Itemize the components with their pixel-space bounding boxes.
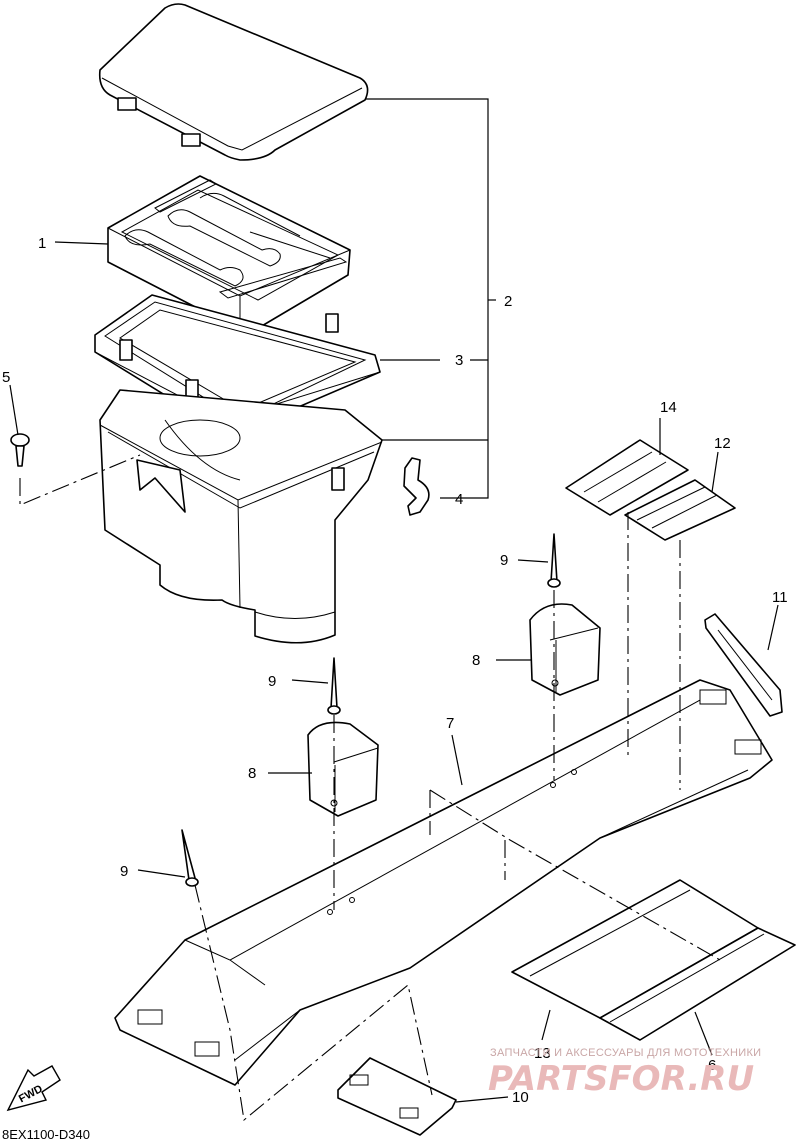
callout-11: 11 (772, 589, 788, 606)
callout-5: 5 (2, 369, 10, 386)
rivet-9-middle[interactable] (327, 657, 341, 715)
callout-1: 1 (38, 235, 46, 252)
callout-14: 14 (660, 399, 677, 416)
callout-8-upper: 8 (472, 652, 480, 669)
watermark: ЗАПЧАСТИ И АКСЕССУАРЫ ДЛЯ МОТОТЕХНИКИ PA… (488, 1047, 761, 1099)
bracket-8-upper[interactable] (529, 603, 601, 696)
forward-arrow-icon: FWD (6, 1065, 61, 1112)
callout-7: 7 (446, 715, 454, 732)
bracket-8-lower[interactable] (307, 721, 379, 817)
tool-tray[interactable] (107, 175, 351, 331)
rubber-strip-11[interactable] (704, 613, 783, 717)
callout-9-lower: 9 (120, 863, 128, 880)
callout-6: 6 (708, 1057, 716, 1074)
clip[interactable] (403, 457, 430, 516)
callout-12: 12 (714, 435, 731, 452)
callout-8-lower: 8 (248, 765, 256, 782)
watermark-subtitle: ЗАПЧАСТИ И АКСЕССУАРЫ ДЛЯ МОТОТЕХНИКИ (490, 1047, 761, 1059)
screw-5[interactable] (10, 433, 30, 467)
cover-lid[interactable] (98, 3, 369, 161)
plate-10[interactable] (337, 1057, 457, 1136)
pad-6[interactable] (599, 927, 796, 1041)
diagram-code: 8EX1100-D340 (2, 1127, 90, 1141)
air-cleaner-case[interactable] (99, 389, 383, 644)
air-filter-element[interactable] (94, 294, 381, 433)
callout-4: 4 (455, 491, 463, 508)
callout-9-middle: 9 (268, 673, 276, 690)
callout-10: 10 (512, 1089, 529, 1106)
callout-13: 13 (534, 1045, 551, 1062)
rivet-9-upper[interactable] (547, 533, 561, 588)
callout-9-upper: 9 (500, 552, 508, 569)
callout-2: 2 (504, 293, 512, 310)
rivet-9-lower[interactable] (181, 829, 199, 887)
watermark-brand: PARTSFOR.RU (488, 1059, 754, 1099)
base-plate[interactable] (114, 679, 773, 1086)
pad-12[interactable] (624, 479, 736, 541)
pad-14[interactable] (565, 439, 689, 516)
callout-3: 3 (455, 352, 463, 369)
